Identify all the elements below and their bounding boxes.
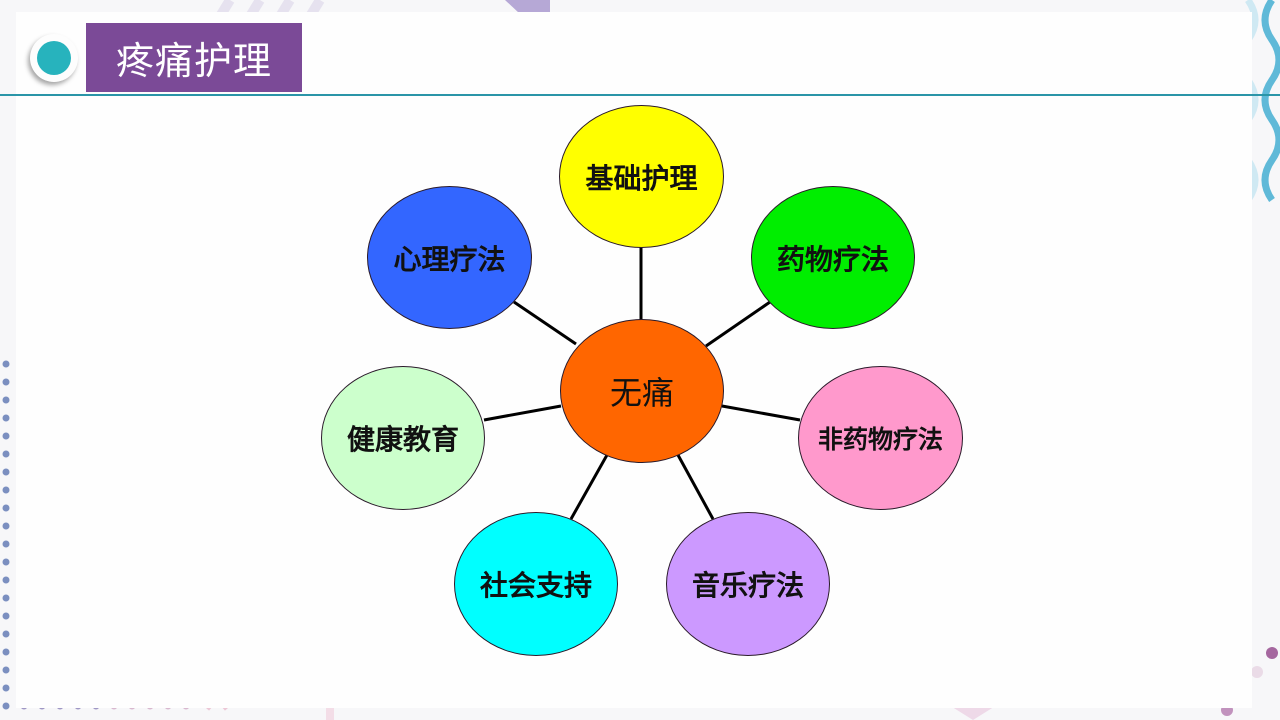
node-non-drug-therapy: 非药物疗法 xyxy=(798,366,963,510)
node-label: 基础护理 xyxy=(585,161,698,195)
connector-social-support xyxy=(569,454,609,520)
node-label: 健康教育 xyxy=(346,423,459,456)
node-label: 音乐疗法 xyxy=(691,569,804,602)
connector-health-education xyxy=(483,404,562,422)
node-basic-care: 基础护理 xyxy=(559,105,724,248)
connector-non-drug-therapy xyxy=(721,404,801,422)
node-center-no-pain: 无痛 xyxy=(560,319,724,463)
title-bullet-icon xyxy=(30,34,78,82)
title-bullet-dot xyxy=(37,41,71,75)
node-psychotherapy: 心理疗法 xyxy=(367,186,532,329)
node-health-education: 健康教育 xyxy=(321,366,485,510)
node-music-therapy: 音乐疗法 xyxy=(666,512,830,656)
connector-drug-therapy xyxy=(705,300,771,348)
center-label: 无痛 xyxy=(609,374,674,412)
node-social-support: 社会支持 xyxy=(454,512,618,656)
node-label: 社会支持 xyxy=(479,569,592,602)
node-drug-therapy: 药物疗法 xyxy=(751,186,915,329)
connector-psychotherapy xyxy=(513,300,577,346)
connector-music-therapy xyxy=(676,454,715,520)
node-label: 药物疗法 xyxy=(776,242,889,276)
node-label: 心理疗法 xyxy=(393,242,506,276)
title-divider xyxy=(0,94,1280,96)
title-banner: 疼痛护理 xyxy=(86,23,302,92)
node-label: 非药物疗法 xyxy=(817,425,943,454)
page-title: 疼痛护理 xyxy=(115,39,272,83)
